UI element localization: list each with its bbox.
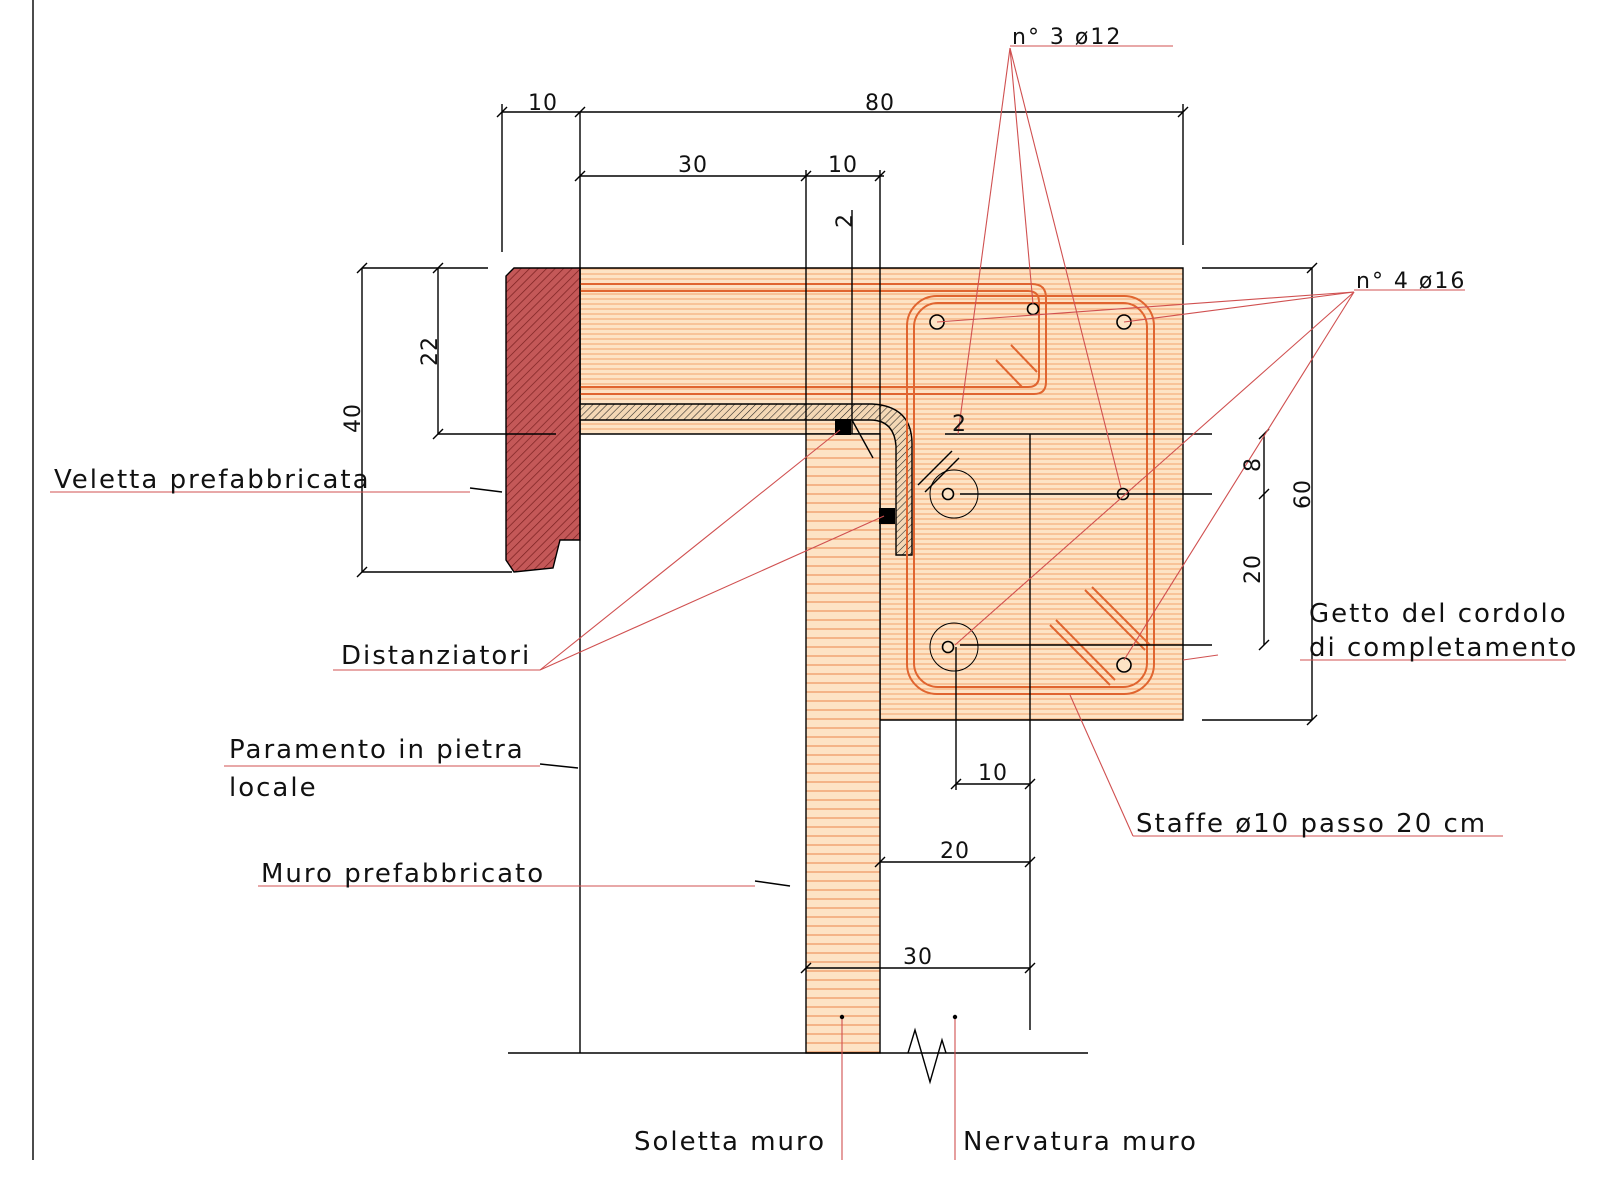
stirrup-hook	[1091, 586, 1151, 646]
label-nervatura: Nervatura muro	[963, 1127, 1198, 1157]
steel-plate	[579, 403, 913, 556]
dim-bottom-20: 20	[940, 839, 970, 864]
rebar-top-u	[580, 290, 1040, 388]
label-distanziatori: Distanziatori	[341, 641, 531, 671]
rebar-hook	[995, 359, 1023, 388]
dim-top-80: 80	[865, 91, 895, 116]
label-veletta: Veletta prefabbricata	[54, 465, 371, 495]
dimension-lines	[356, 104, 1318, 974]
label-muro-prefab: Muro prefabbricato	[261, 859, 545, 889]
rebar-hook	[1010, 344, 1038, 373]
dim-mid-10: 10	[828, 153, 858, 178]
dim-left-22: 22	[418, 336, 443, 366]
label-paramento-2: locale	[229, 773, 318, 803]
label-rebar-main: n° 4 ø16	[1356, 269, 1466, 294]
anchor-bar	[941, 487, 955, 501]
label-soletta: Soletta muro	[634, 1127, 826, 1157]
label-getto-2: di completamento	[1309, 633, 1578, 663]
rebar-top-u	[580, 283, 1047, 395]
dim-inner-2: 2	[952, 412, 967, 437]
dim-right-60: 60	[1291, 479, 1316, 509]
rebar-bar	[1026, 302, 1040, 316]
dim-mid-30: 30	[678, 153, 708, 178]
soletta-muro-section	[805, 433, 881, 1054]
dim-right-20: 20	[1241, 554, 1266, 584]
label-staffe: Staffe ø10 passo 20 cm	[1136, 809, 1487, 839]
anchor-line	[917, 450, 953, 486]
dim-top-10: 10	[528, 91, 558, 116]
label-rebar-top: n° 3 ø12	[1012, 25, 1122, 50]
spacer-block	[879, 508, 895, 524]
stirrup-hook	[1049, 624, 1111, 686]
structure-lines	[508, 112, 1212, 1085]
leader-lines	[50, 45, 1566, 1160]
dim-bottom-10: 10	[978, 761, 1008, 786]
label-paramento-1: Paramento in pietra	[229, 735, 525, 765]
dim-right-8: 8	[1241, 457, 1266, 472]
anchor-line	[924, 457, 960, 493]
stirrup-hook	[1055, 619, 1116, 681]
stirrup-hook	[1084, 589, 1146, 651]
anchor-ring	[929, 622, 979, 672]
dim-bottom-30: 30	[903, 945, 933, 970]
veletta-section	[505, 267, 581, 573]
leader-dot	[839, 1014, 845, 1020]
dim-vert-2: 2	[833, 213, 858, 228]
anchor-bar	[941, 640, 955, 654]
dim-left-40: 40	[341, 403, 366, 433]
rebar-bar	[1116, 657, 1132, 673]
leader-dot	[952, 1014, 958, 1020]
label-getto-1: Getto del cordolo	[1309, 599, 1568, 629]
